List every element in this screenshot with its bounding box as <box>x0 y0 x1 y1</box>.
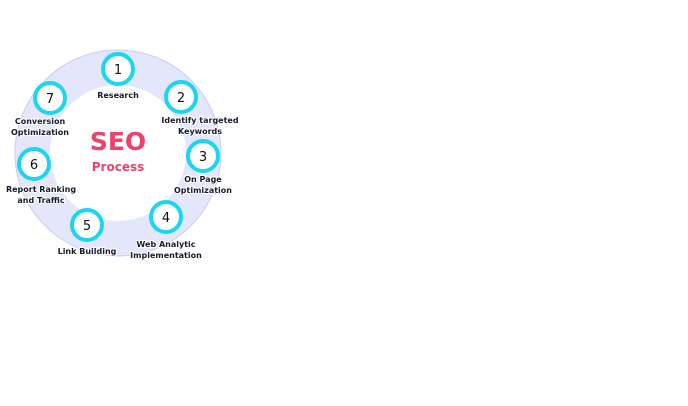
step-circle <box>33 81 67 115</box>
step-node-7: 7 <box>33 81 67 115</box>
step-node-3: 3 <box>186 139 220 173</box>
step-node-1: 1 <box>101 52 135 86</box>
step-label-6: Report Ranking and Traffic <box>6 185 76 205</box>
step-circle <box>101 52 135 86</box>
step-label-line: Optimization <box>11 128 69 137</box>
step-node-2: 2 <box>164 80 198 114</box>
step-label-line: Conversion <box>15 117 66 126</box>
step-circle <box>186 139 220 173</box>
step-label-line: Keywords <box>178 127 222 136</box>
step-label-5: Link Building <box>58 247 117 256</box>
step-circle <box>17 147 51 181</box>
step-node-5: 5 <box>70 208 104 242</box>
center-disc <box>50 85 186 221</box>
step-label-line: Implementation <box>130 251 202 260</box>
step-number: 3 <box>199 150 207 165</box>
step-circle <box>164 80 198 114</box>
step-number: 2 <box>177 91 185 106</box>
step-number: 1 <box>114 63 122 78</box>
step-label-line: Identify targeted <box>161 116 238 125</box>
step-circle <box>70 208 104 242</box>
step-label-line: Research <box>97 91 139 100</box>
step-number: 5 <box>83 219 91 234</box>
step-label-line: Web Analytic <box>136 240 195 249</box>
step-number: 4 <box>162 211 170 226</box>
step-label-1: Research <box>97 91 139 100</box>
step-label-line: On Page <box>184 175 222 184</box>
step-label-line: Report Ranking <box>6 185 76 194</box>
step-node-6: 6 <box>17 147 51 181</box>
step-label-line: Link Building <box>58 247 117 256</box>
step-number: 7 <box>46 92 54 107</box>
diagram-title: SEO <box>90 127 146 156</box>
step-circle <box>149 200 183 234</box>
diagram-subtitle: Process <box>92 160 145 174</box>
step-node-4: 4 <box>149 200 183 234</box>
step-label-line: Optimization <box>174 186 232 195</box>
step-number: 6 <box>30 158 38 173</box>
step-label-line: and Traffic <box>17 196 64 205</box>
